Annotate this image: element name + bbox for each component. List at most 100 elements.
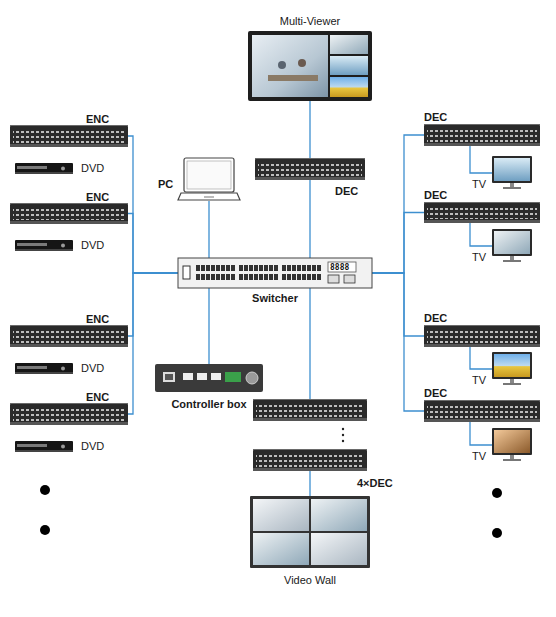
- device-detail: [15, 249, 73, 251]
- dvd-player-drawing: [15, 240, 73, 251]
- cable-line: [208, 288, 209, 364]
- device-detail: [510, 455, 514, 459]
- device-detail: [492, 229, 532, 256]
- cable-line: [128, 214, 178, 274]
- device-detail: [492, 428, 532, 455]
- codec-unit: DEC: [255, 158, 365, 180]
- device-detail: [424, 400, 540, 422]
- cable-line: [470, 422, 492, 445]
- device-detail: [61, 167, 65, 171]
- device-detail: [15, 450, 73, 452]
- device-detail: [249, 265, 253, 271]
- cable-line: [208, 201, 209, 258]
- device-detail: [10, 221, 128, 224]
- device-detail: [424, 344, 540, 347]
- device-detail: [15, 372, 73, 374]
- continuation-dot: [40, 525, 50, 535]
- multiviewer-monitor: Multi-Viewer: [248, 31, 372, 101]
- device-detail: [264, 274, 268, 280]
- codec-unit-drawing: [10, 125, 128, 147]
- device-detail: [427, 205, 537, 219]
- device-detail: [494, 430, 530, 453]
- tv-screen: TV: [492, 428, 532, 462]
- device-detail: [165, 374, 173, 380]
- device-detail: [17, 366, 47, 369]
- device-detail: [274, 265, 278, 271]
- device-label: DEC: [335, 185, 358, 197]
- device-detail: [206, 265, 210, 271]
- cable-line: [309, 288, 310, 399]
- device-detail: [183, 373, 193, 380]
- device-detail: [10, 203, 128, 204]
- device-detail: [311, 533, 367, 565]
- cable-line: [309, 101, 310, 158]
- device-detail: [424, 325, 540, 347]
- device-label: DVD: [81, 440, 104, 452]
- device-detail: [302, 274, 306, 280]
- device-label: DEC: [424, 189, 447, 201]
- device-detail: [13, 128, 125, 143]
- device-detail: [10, 144, 128, 147]
- device-detail: [255, 158, 365, 159]
- device-label: DVD: [81, 162, 104, 174]
- device-detail: [307, 274, 311, 280]
- device-detail: [178, 193, 240, 200]
- cable-line: [128, 136, 178, 273]
- decoder-stack: 4×DEC: [253, 399, 367, 471]
- device-detail: [328, 275, 339, 283]
- codec-unit: ENC: [10, 203, 128, 224]
- device-detail: [201, 274, 205, 280]
- device-detail: [255, 177, 365, 180]
- codec-unit: DEC: [424, 202, 540, 223]
- device-detail: [249, 274, 253, 280]
- device-detail: [221, 265, 225, 271]
- device-label: ENC: [86, 313, 109, 325]
- device-detail: [494, 354, 530, 377]
- device-detail: [292, 274, 296, 280]
- device-detail: [503, 260, 521, 262]
- cable-line: [309, 471, 310, 496]
- device-detail: [211, 274, 215, 280]
- codec-unit: DEC: [424, 400, 540, 422]
- device-detail: [312, 265, 316, 271]
- device-detail: [201, 265, 205, 271]
- controller-box: Controller box: [155, 364, 263, 392]
- cable-line: [470, 347, 492, 369]
- cable-line: [128, 273, 178, 414]
- device-label: TV: [472, 178, 486, 190]
- device-detail: [269, 274, 273, 280]
- cable-line: [372, 213, 424, 274]
- device-detail: [278, 61, 286, 69]
- device-label: TV: [472, 450, 486, 462]
- device-detail: [204, 196, 214, 198]
- device-detail: [197, 373, 207, 380]
- codec-unit: ENC: [10, 125, 128, 147]
- device-detail: [330, 35, 368, 54]
- device-label: DEC: [424, 387, 447, 399]
- pc-laptop: PC: [178, 158, 240, 201]
- device-detail: [342, 440, 344, 442]
- device-detail: [268, 75, 318, 81]
- dvd-player-drawing: [15, 163, 73, 174]
- device-detail: [503, 187, 521, 189]
- tv-screen: TV: [492, 229, 532, 263]
- device-detail: [510, 379, 514, 383]
- device-detail: [287, 274, 291, 280]
- continuation-dot: [492, 528, 502, 538]
- device-detail: [253, 468, 367, 471]
- dvd-player: DVD: [15, 441, 73, 452]
- device-detail: [282, 274, 286, 280]
- device-detail: [292, 265, 296, 271]
- device-label: PC: [158, 178, 173, 190]
- device-detail: [492, 156, 532, 183]
- device-detail: [424, 325, 540, 326]
- device-detail: [492, 352, 532, 379]
- dvd-player: DVD: [15, 240, 73, 251]
- device-detail: [221, 274, 225, 280]
- device-detail: [211, 265, 215, 271]
- device-detail: [10, 403, 128, 404]
- device-detail: [216, 265, 220, 271]
- device-detail: [196, 274, 200, 280]
- device-detail: [231, 265, 235, 271]
- device-detail: [311, 499, 367, 531]
